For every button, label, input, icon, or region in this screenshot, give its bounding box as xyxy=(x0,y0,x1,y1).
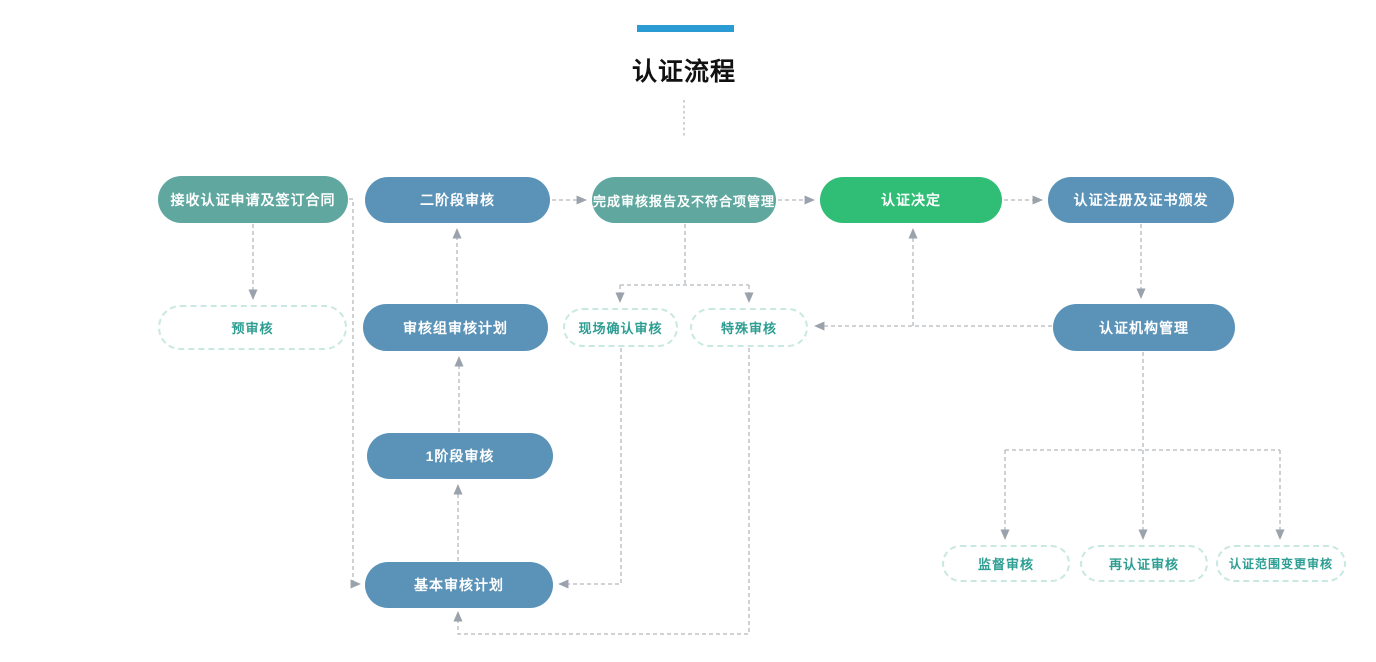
node-certification-decision: 认证决定 xyxy=(820,177,1002,223)
node-basic-audit-plan: 基本审核计划 xyxy=(365,562,553,608)
edge-orgmgmt-branch xyxy=(1005,352,1280,451)
node-pre-audit: 预审核 xyxy=(158,305,347,350)
node-onsite-confirm-audit: 现场确认审核 xyxy=(563,308,678,347)
edge-onsite-baseplan xyxy=(558,348,622,589)
node-recertification-audit: 再认证审核 xyxy=(1080,545,1208,582)
node-stage1-audit: 1阶段审核 xyxy=(367,433,553,479)
node-special-audit: 特殊审核 xyxy=(690,308,808,347)
node-audit-team-plan: 审核组审核计划 xyxy=(363,304,548,351)
node-receive-application: 接收认证申请及签订合同 xyxy=(158,176,348,223)
title-accent-bar xyxy=(637,25,734,32)
page-title: 认证流程 xyxy=(631,58,736,86)
edge-receive-baseplan xyxy=(349,198,361,589)
node-supervision-audit: 监督审核 xyxy=(942,545,1070,582)
node-stage2-audit: 二阶段审核 xyxy=(365,177,550,223)
node-certification-body-management: 认证机构管理 xyxy=(1053,304,1235,351)
node-register-certificate: 认证注册及证书颁发 xyxy=(1048,177,1234,223)
node-scope-change-audit: 认证范围变更审核 xyxy=(1216,545,1346,582)
edge-report-split xyxy=(620,224,749,286)
node-audit-report: 完成审核报告及不符合项管理 xyxy=(592,177,776,223)
